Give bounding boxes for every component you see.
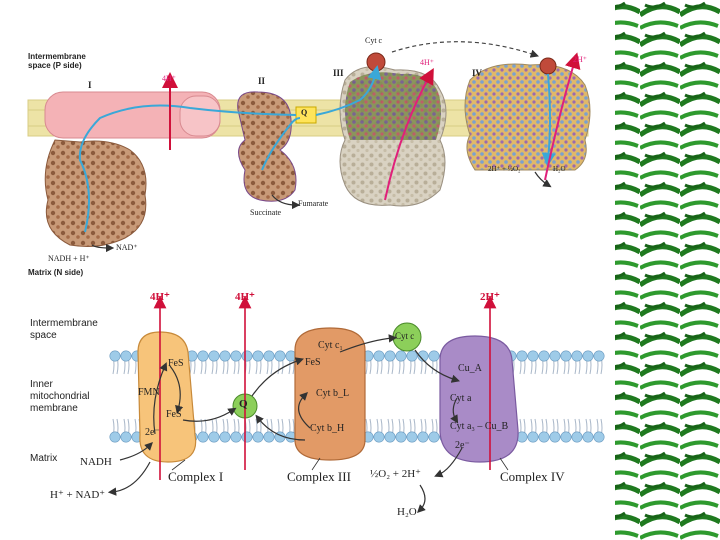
top-cyt-c-ball	[366, 52, 386, 72]
bottom-membrane-label: membrane	[30, 403, 78, 414]
top-intermembrane-label: Intermembrane	[28, 52, 86, 61]
top-proton-arrow-III	[384, 67, 434, 201]
top-complex-IV	[464, 63, 591, 171]
top-2h-label: 2H⁺	[573, 55, 587, 64]
bottom-complex-III	[294, 327, 366, 461]
bottom-complex-IV-label: Complex IV	[500, 469, 565, 484]
bottom-complex-I	[137, 331, 197, 463]
top-4h-label-2: 4H⁺	[420, 58, 434, 67]
bottom-2h-label: 2H⁺	[480, 291, 500, 303]
bottom-cyt-a3-cub-label: Cyt a₃ – Cu_B	[450, 421, 509, 432]
bottom-complex-IV	[439, 335, 519, 463]
top-succinate-label: Succinate	[250, 208, 282, 217]
bottom-q-label: Q	[239, 398, 248, 410]
bottom-fes-label-2: FeS	[166, 409, 182, 420]
top-proton-arrow-IV	[544, 52, 581, 181]
top-complex-II-label: II	[258, 76, 266, 86]
bottom-h2o-label: H₂O	[397, 506, 417, 518]
top-4h-label-1: 4H⁺	[162, 74, 176, 83]
bottom-nad-reaction-label: H⁺ + NAD⁺	[50, 489, 106, 501]
top-cyt-c-label: Cyt c	[365, 36, 383, 45]
bottom-intermembrane-label: Intermembrane	[30, 318, 98, 329]
top-complex-IV-label: IV	[472, 68, 483, 78]
bottom-2e-label-2: 2e⁻	[455, 440, 470, 451]
bottom-cyt-c-label: Cyt c	[395, 331, 415, 341]
top-matrix-label: Matrix (N side)	[28, 268, 84, 277]
bottom-complex-III-label: Complex III	[287, 469, 351, 484]
top-h2o-label: H₂O	[553, 165, 566, 173]
bottom-matrix-label: Matrix	[30, 453, 58, 464]
top-nadh-label: NADH + H⁺	[48, 254, 90, 263]
top-complex-I-matrix-arm	[44, 139, 147, 247]
top-nad-label: NAD⁺	[116, 243, 138, 252]
top-complex-II	[237, 91, 297, 202]
bottom-cyt-bl-label: Cyt b_L	[316, 388, 350, 399]
bottom-cyt-c1-label: Cyt c₁	[318, 340, 343, 351]
bottom-nadh-label: NADH	[80, 456, 112, 468]
bottom-cyt-a-label: Cyt a	[450, 393, 472, 404]
top-cyt-c-shuttle	[391, 41, 539, 58]
top-fumarate-label: Fumarate	[298, 199, 329, 208]
bottom-space-label: space	[30, 330, 57, 341]
bottom-4h-label-2: 4H⁺	[235, 291, 255, 303]
bottom-2e-label-1: 2e⁻	[145, 427, 160, 438]
bottom-cyt-bh-label: Cyt b_H	[310, 423, 345, 434]
bottom-mitochondrial-label: mitochondrial	[30, 391, 90, 402]
bottom-fmn-label: FMN	[138, 387, 160, 398]
bottom-inner-label: Inner	[30, 379, 53, 390]
bottom-4h-label-1: 4H⁺	[150, 291, 170, 303]
bottom-fes-label-1: FeS	[168, 358, 184, 369]
top-q-label: Q	[301, 108, 308, 117]
top-o2-label: 2H⁺ + ½O₂	[488, 165, 521, 173]
top-electron-path	[78, 104, 297, 233]
bottom-fes-label-3: FeS	[305, 357, 321, 368]
bottom-o2-reaction-label: ½O₂ + 2H⁺	[370, 468, 421, 480]
bottom-cua-label: Cu_A	[458, 363, 482, 374]
top-complex-III-label: III	[333, 68, 344, 78]
top-complex-I-membrane-arm-end	[179, 95, 221, 137]
top-complex-I-label: I	[88, 80, 92, 90]
leaf-decoration	[615, 0, 720, 540]
top-space-label: space (P side)	[28, 61, 82, 70]
bottom-complex-I-label: Complex I	[168, 469, 224, 484]
